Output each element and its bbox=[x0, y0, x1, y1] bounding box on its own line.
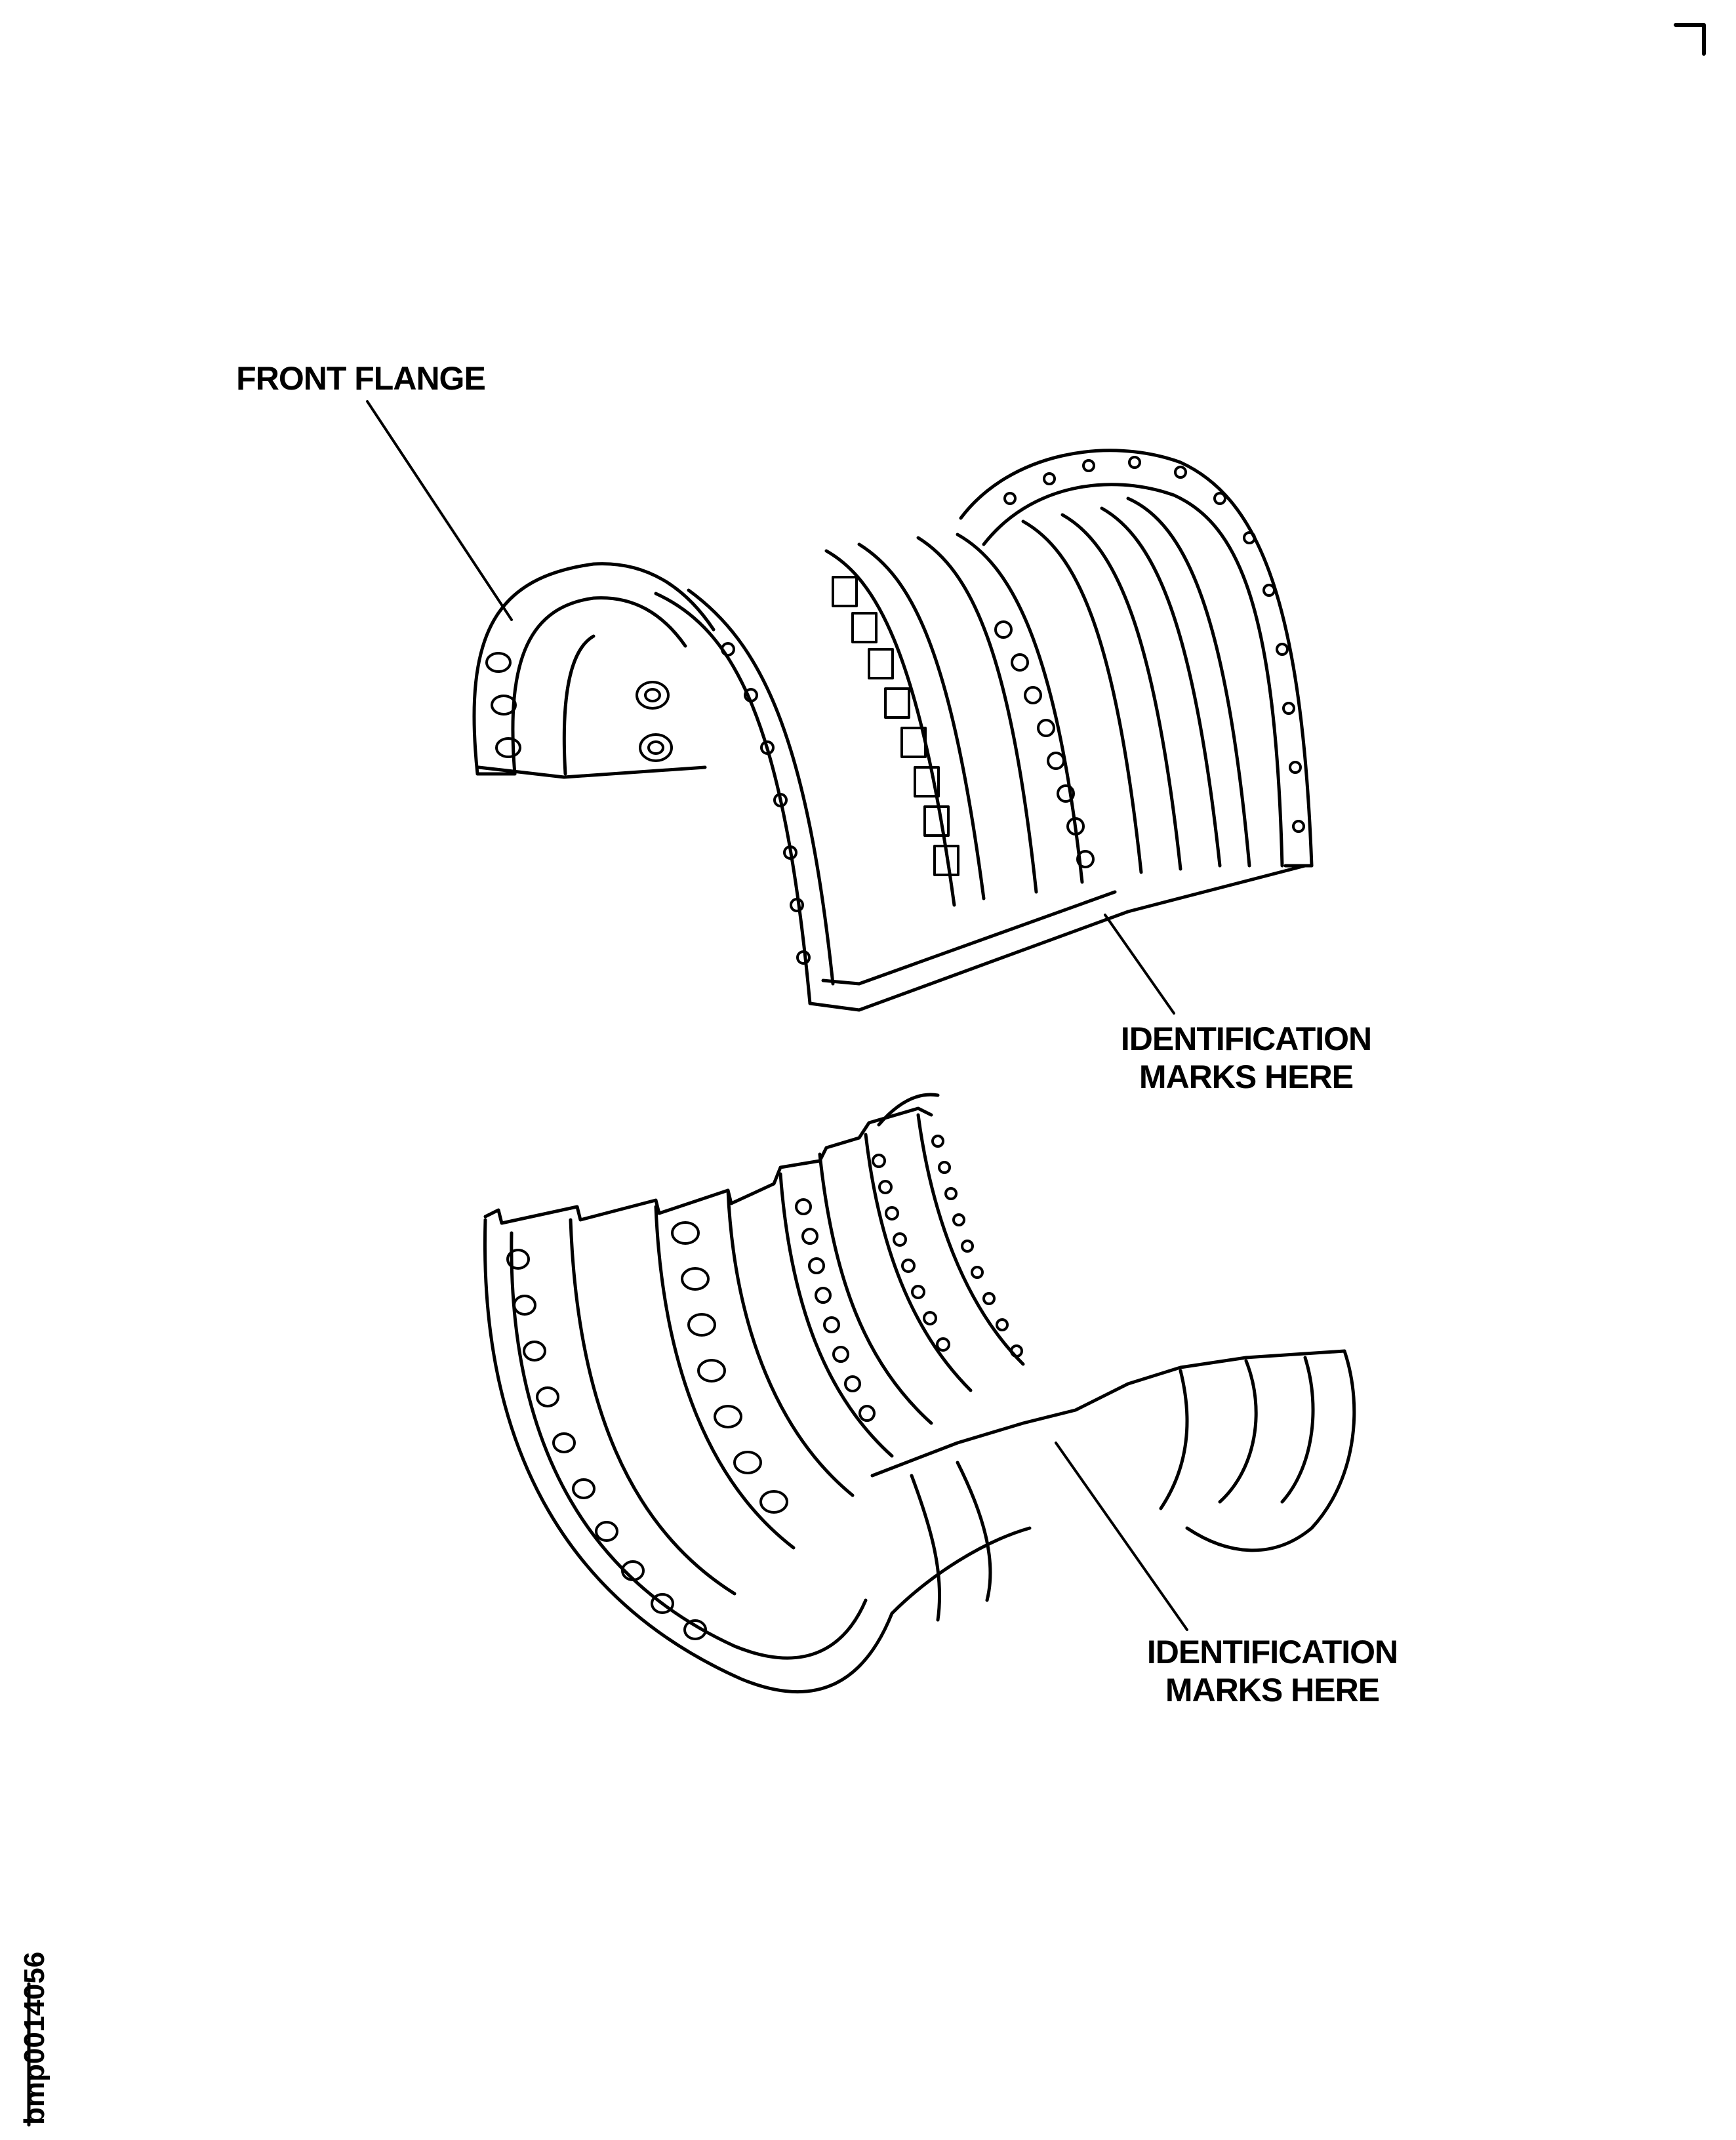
figure-code: bmp0014056 bbox=[18, 1951, 50, 2125]
front-flange-inner bbox=[511, 596, 687, 776]
identification-top-line2: MARKS HERE bbox=[1139, 1059, 1354, 1095]
vane-blocks bbox=[832, 576, 959, 876]
identification-top-line1: IDENTIFICATION bbox=[1120, 1020, 1372, 1057]
crop-mark bbox=[1674, 23, 1706, 56]
identification-leader-bottom bbox=[1055, 1442, 1188, 1631]
front-barrel-edge bbox=[654, 592, 812, 1005]
lower-case-half bbox=[483, 1093, 1356, 1694]
identification-label-top: IDENTIFICATION MARKS HERE bbox=[1076, 1020, 1417, 1096]
identification-bottom-line1: IDENTIFICATION bbox=[1146, 1634, 1398, 1670]
rear-flange-outer bbox=[959, 449, 1314, 868]
identification-leader-top bbox=[1104, 914, 1175, 1015]
front-flange-text: FRONT FLANGE bbox=[236, 360, 486, 397]
identification-label-bottom: IDENTIFICATION MARKS HERE bbox=[1102, 1633, 1443, 1709]
flange-holes bbox=[1003, 456, 1305, 833]
lower-hole-rows bbox=[506, 1135, 1023, 1640]
lower-front-ring-outer bbox=[483, 1218, 894, 1694]
rear-flange-inner bbox=[982, 483, 1284, 868]
front-flange-outer bbox=[472, 562, 716, 776]
lower-case-top-edge bbox=[483, 1106, 933, 1225]
front-flange-leader bbox=[366, 400, 513, 621]
front-flange-label: FRONT FLANGE bbox=[210, 359, 512, 397]
upper-case-half bbox=[472, 449, 1314, 1012]
lower-case-cutaway bbox=[870, 1349, 1346, 1478]
identification-bottom-line2: MARKS HERE bbox=[1165, 1672, 1380, 1708]
